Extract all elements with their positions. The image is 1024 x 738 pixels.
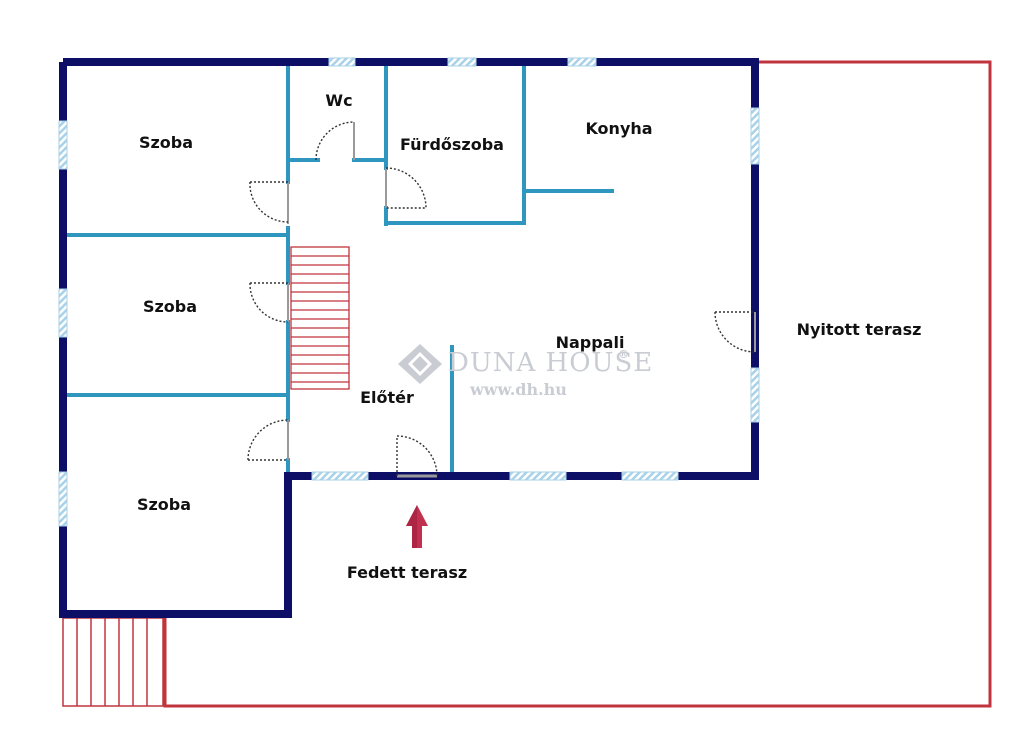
doors (247, 121, 756, 478)
entry-steps (62, 617, 164, 707)
up-arrow-icon (406, 505, 428, 548)
diamond-house-logo-icon (398, 344, 442, 384)
window (58, 288, 68, 338)
window (750, 107, 760, 165)
open-terrace-outline (163, 60, 992, 708)
door-swing-icon (315, 121, 355, 161)
door-swing-icon (396, 435, 438, 478)
room-label-nyitott-terasz: Nyitott terasz (797, 320, 922, 339)
inner-walls (61, 60, 614, 476)
window (567, 57, 597, 67)
outer-walls (59, 58, 759, 618)
room-label-fedett-terasz: Fedett terasz (347, 563, 467, 582)
room-label-nappali: Nappali (556, 333, 625, 352)
room-label-szoba-3: Szoba (137, 495, 191, 514)
window (311, 471, 369, 481)
room-label-konyha: Konyha (585, 119, 652, 138)
window (621, 471, 679, 481)
window (509, 471, 567, 481)
room-label-szoba-1: Szoba (139, 133, 193, 152)
room-label-wc: Wc (325, 91, 352, 110)
room-label-eloter: Előtér (360, 388, 414, 407)
room-label-furdoszoba: Fürdőszoba (400, 135, 504, 154)
windows (58, 57, 760, 527)
door-swing-icon (247, 419, 289, 461)
door-swing-icon (249, 181, 289, 224)
door-swing-icon (385, 167, 427, 209)
window (328, 57, 356, 67)
stairs-icon (290, 246, 350, 390)
window (58, 471, 68, 527)
window (58, 120, 68, 170)
watermark-brand: DUNA HOUSE (448, 348, 653, 378)
window (750, 367, 760, 423)
watermark-registered: ® (618, 348, 629, 361)
watermark: DUNA HOUSE ® www.dh.hu (398, 344, 653, 399)
watermark-url: www.dh.hu (469, 380, 567, 399)
room-label-szoba-2: Szoba (143, 297, 197, 316)
door-swing-icon (714, 311, 756, 353)
window (447, 57, 477, 67)
door-swing-icon (249, 282, 289, 323)
